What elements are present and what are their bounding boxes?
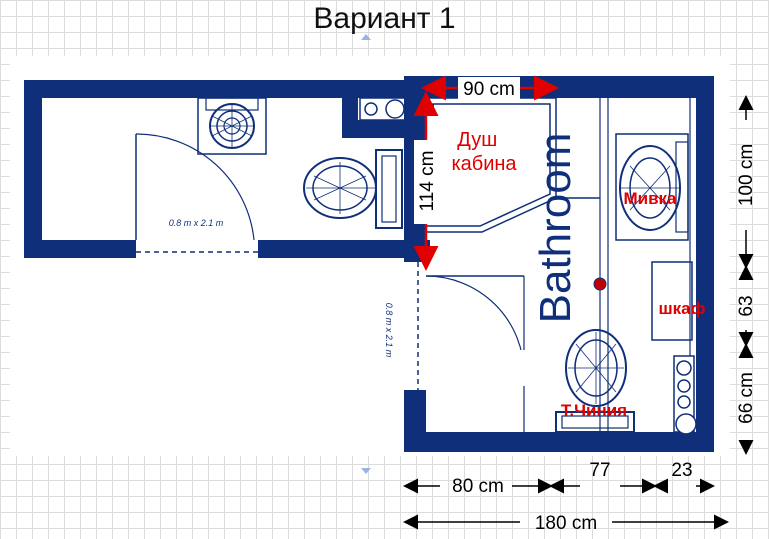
- page-title: Вариант 1: [313, 2, 456, 35]
- shower-depth-text: 114 cm: [417, 151, 438, 212]
- corridor-taps-icon: [359, 97, 407, 121]
- bottom-total-dimension-text: 180 cm: [535, 513, 597, 534]
- shower-width-text: 90 cm: [463, 79, 515, 100]
- right-top-dimension-text: 100 cm: [736, 144, 757, 206]
- corridor-toilet-icon: [303, 149, 403, 229]
- cabinet-label: шкаф: [658, 299, 705, 318]
- center-marker-icon: [593, 277, 607, 291]
- bottom-dimensions: [403, 478, 729, 530]
- right-mid-dimension-text: 63: [736, 295, 757, 316]
- corridor-sink-icon: [197, 97, 267, 155]
- bottom-handle-icon: [361, 468, 371, 474]
- corridor-walls: [24, 80, 430, 258]
- bottom-left-dimension-text: 80 cm: [452, 476, 504, 497]
- room-label: Bathroom: [531, 133, 580, 324]
- shower-width-dimension: 90 cm: [421, 75, 559, 101]
- sink-label: Мивка: [623, 189, 677, 208]
- toilet-label: Т.Чиния: [561, 401, 627, 420]
- washer-taps-icon: [673, 355, 697, 435]
- top-handle-icon: [361, 34, 371, 40]
- bathroom-sink-icon: [615, 133, 689, 241]
- corridor-door: [135, 133, 258, 253]
- door-label-top: 0.8 m x 2.1 m: [169, 218, 224, 228]
- door-label-side: 0.8 m x 2.1 m: [384, 303, 394, 358]
- shower-label: Душ кабина: [451, 129, 517, 175]
- cabinet-box: [651, 261, 693, 341]
- right-bottom-dimension-text: 66 cm: [736, 372, 757, 424]
- bottom-mid-dimension-text: 77: [589, 460, 610, 481]
- bottom-right-dimension-text: 23: [671, 460, 692, 481]
- shower-depth-dimension: 114 cm: [413, 91, 439, 271]
- bathroom-toilet-icon: [555, 329, 635, 433]
- blank-block: [506, 350, 570, 386]
